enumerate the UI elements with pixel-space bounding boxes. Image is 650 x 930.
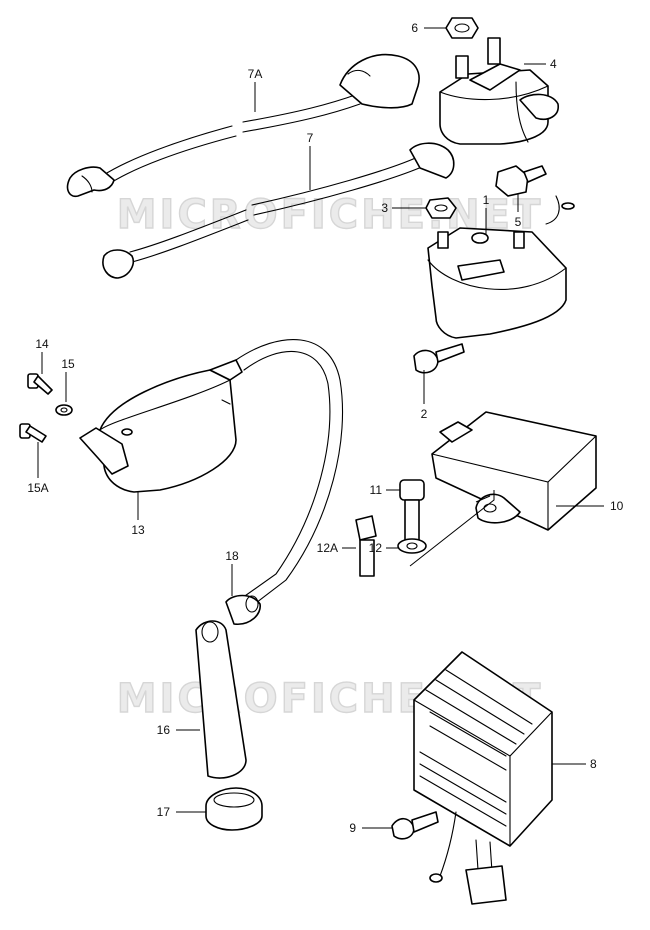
leader-lines — [37, 27, 604, 829]
part-12a-bolt[interactable] — [355, 515, 377, 577]
callout-7a: 7A — [248, 67, 263, 81]
callout-5: 5 — [515, 215, 522, 229]
callout-9: 9 — [349, 821, 356, 835]
callout-2: 2 — [421, 407, 428, 421]
part-14-screw[interactable] — [27, 373, 53, 395]
part-4-starter-relay[interactable] — [439, 37, 559, 145]
callout-10: 10 — [610, 499, 624, 513]
callout-8: 8 — [590, 757, 597, 771]
callout-13: 13 — [131, 523, 145, 537]
part-7-plug-lead[interactable] — [102, 142, 455, 279]
part-2-screw[interactable] — [413, 343, 465, 374]
callout-14: 14 — [35, 337, 49, 351]
callout-4: 4 — [550, 57, 557, 71]
high-tension-lead[interactable] — [235, 339, 343, 607]
callout-15a: 15A — [27, 481, 48, 495]
part-18-seal[interactable] — [225, 594, 261, 625]
callout-16: 16 — [157, 723, 171, 737]
callout-12a: 12A — [317, 541, 338, 555]
callout-3: 3 — [381, 201, 388, 215]
callout-17: 17 — [157, 805, 171, 819]
part-8-regulator-rectifier[interactable] — [413, 651, 553, 905]
callout-11: 11 — [370, 483, 383, 497]
callout-15: 15 — [61, 357, 75, 371]
part-11-bolt[interactable] — [399, 479, 425, 541]
cooling-fins — [419, 669, 533, 827]
part-6-nut[interactable] — [445, 17, 479, 39]
part-16-plug-cap[interactable] — [195, 620, 247, 779]
part-9-screw[interactable] — [391, 811, 439, 840]
callout-6: 6 — [411, 21, 418, 35]
watermark-top: MICROFICHE.NET — [117, 192, 544, 238]
part-5-bolt[interactable] — [495, 165, 547, 197]
part-15-washer[interactable] — [55, 404, 73, 416]
callout-12: 12 — [369, 541, 383, 555]
part-10-cdi-unit[interactable] — [431, 411, 597, 531]
callout-18: 18 — [225, 549, 239, 563]
part-7a-plug-lead[interactable] — [66, 53, 420, 198]
part-15a-screw[interactable] — [19, 423, 47, 443]
callout-7: 7 — [307, 131, 314, 145]
part-12-washer[interactable] — [397, 538, 427, 554]
part-1-starter-relay[interactable] — [427, 195, 575, 339]
part-17-ring[interactable] — [205, 787, 263, 831]
callout-1: 1 — [483, 193, 490, 207]
part-13-ignition-coil[interactable] — [79, 359, 243, 493]
